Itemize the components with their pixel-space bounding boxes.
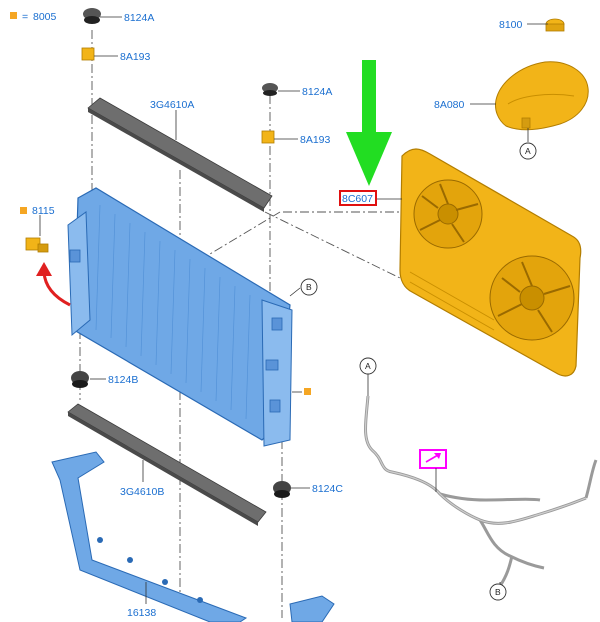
radiator-core-fins — [95, 204, 251, 420]
bracket-8a193-mid[interactable] — [261, 130, 275, 144]
label-8124a-mid[interactable]: 8124A — [302, 86, 332, 98]
grommet-8124a-mid[interactable] — [262, 83, 278, 96]
label-8124a-top[interactable]: 8124A — [124, 12, 154, 24]
grommet-8124c[interactable] — [273, 481, 291, 498]
label-8124b[interactable]: 8124B — [108, 374, 138, 386]
coolant-expansion-tank[interactable] — [495, 61, 589, 131]
foam-seal-upper[interactable] — [87, 97, 273, 212]
svg-text:B: B — [306, 282, 312, 292]
curved-arrow-icon — [36, 262, 71, 307]
leader-lines — [39, 16, 548, 604]
label-3g4610a[interactable]: 3G4610A — [150, 99, 194, 111]
radiator-right-tank — [261, 299, 293, 447]
fan-shroud[interactable] — [399, 148, 582, 377]
svg-text:A: A — [525, 146, 531, 156]
callout-a-tank[interactable]: A — [519, 142, 537, 160]
down-arrow-icon — [346, 60, 392, 186]
label-8100[interactable]: 8100 — [499, 19, 523, 31]
label-8115[interactable]: 8115 — [32, 205, 55, 217]
label-8c607[interactable]: 8C607 — [342, 193, 373, 205]
svg-text:B: B — [495, 587, 501, 597]
legend-marker-icon — [20, 207, 27, 214]
foam-seal-lower[interactable] — [67, 403, 267, 526]
highlight-box-8c607 — [339, 190, 377, 206]
callout-b-radiator[interactable]: B — [300, 278, 318, 296]
svg-text:A: A — [365, 361, 371, 371]
grommet-8124b[interactable] — [71, 371, 89, 388]
coolant-hose-assembly[interactable] — [364, 395, 598, 587]
legend-marker-icon — [304, 388, 311, 395]
radiator-left-tank — [67, 211, 91, 337]
legend-swatch-icon — [10, 12, 17, 19]
bracket-8a193-top[interactable] — [81, 47, 95, 61]
part-labels: 8124A 8A193 3G4610A 8124A 8A193 8100 8A0… — [32, 12, 523, 619]
callout-a-hose[interactable]: A — [359, 357, 377, 375]
legend-code: 8005 — [33, 11, 57, 23]
sensor-8115[interactable] — [25, 237, 49, 253]
external-link-icon[interactable] — [419, 449, 447, 469]
grommet-8124a-top[interactable] — [83, 8, 101, 24]
callout-b-hose[interactable]: B — [489, 583, 507, 601]
legend-separator: = — [22, 11, 28, 23]
hose-assembly-outline — [364, 395, 587, 524]
label-8a193-top[interactable]: 8A193 — [120, 51, 151, 63]
label-3g4610b[interactable]: 3G4610B — [120, 486, 164, 498]
label-8a080[interactable]: 8A080 — [434, 99, 465, 111]
label-8124c[interactable]: 8124C — [312, 483, 343, 495]
label-8a193-mid[interactable]: 8A193 — [300, 134, 331, 146]
label-16138[interactable]: 16138 — [127, 607, 156, 619]
legend: = 8005 — [10, 11, 57, 23]
coolant-cap-8100[interactable] — [545, 18, 565, 32]
radiator-support-bracket[interactable] — [51, 451, 335, 622]
radiator[interactable] — [67, 187, 293, 447]
